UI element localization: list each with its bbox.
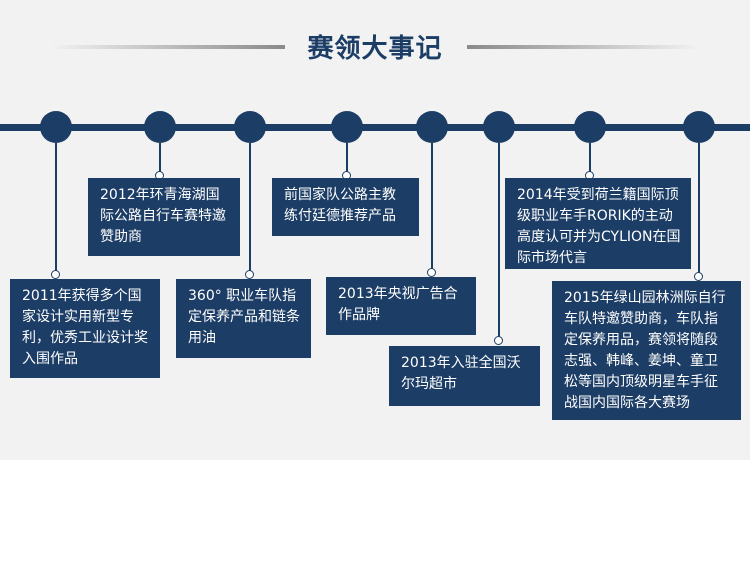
event-card-2013-walmart: 2013年入驻全国沃尔玛超市 xyxy=(389,346,540,406)
connector-2 xyxy=(159,143,161,179)
timeline-bar xyxy=(0,124,750,131)
timeline-node-6 xyxy=(483,111,515,143)
connector-6 xyxy=(498,143,500,344)
connector-7 xyxy=(589,143,591,179)
timeline-node-7 xyxy=(574,111,606,143)
connector-3 xyxy=(249,143,251,277)
event-card-coach: 前国家队公路主教练付廷德推荐产品 xyxy=(272,178,419,236)
connector-4 xyxy=(346,143,348,179)
title-decor-line-right xyxy=(467,45,700,49)
timeline-node-5 xyxy=(416,111,448,143)
timeline-node-4 xyxy=(331,111,363,143)
page-title: 赛领大事记 xyxy=(307,34,443,64)
connector-1 xyxy=(55,143,57,277)
connector-dot-6 xyxy=(494,336,503,345)
connector-5 xyxy=(431,143,433,276)
event-card-2014: 2014年受到荷兰籍国际顶级职业车手RORIK的主动高度认可并为CYLION在国… xyxy=(505,178,691,269)
event-card-2013-cctv: 2013年央视广告合作品牌 xyxy=(326,277,476,335)
title-decor-line-left xyxy=(50,45,285,49)
event-card-360: 360° 职业车队指定保养产品和链条用油 xyxy=(176,279,311,358)
connector-dot-8 xyxy=(694,272,703,281)
timeline-node-2 xyxy=(144,111,176,143)
event-card-2015: 2015年绿山园林洲际自行车队特邀赞助商，车队指定保养用品，赛领将随段志强、韩峰… xyxy=(552,281,741,420)
connector-dot-3 xyxy=(245,270,254,279)
event-card-2012: 2012年环青海湖国际公路自行车赛特邀赞助商 xyxy=(88,178,240,256)
event-card-2011: 2011年获得多个国家设计实用新型专利，优秀工业设计奖入围作品 xyxy=(10,279,160,378)
timeline-node-8 xyxy=(683,111,715,143)
timeline-node-1 xyxy=(40,111,72,143)
connector-8 xyxy=(698,143,700,278)
connector-dot-5 xyxy=(427,268,436,277)
timeline-node-3 xyxy=(234,111,266,143)
connector-dot-1 xyxy=(51,270,60,279)
